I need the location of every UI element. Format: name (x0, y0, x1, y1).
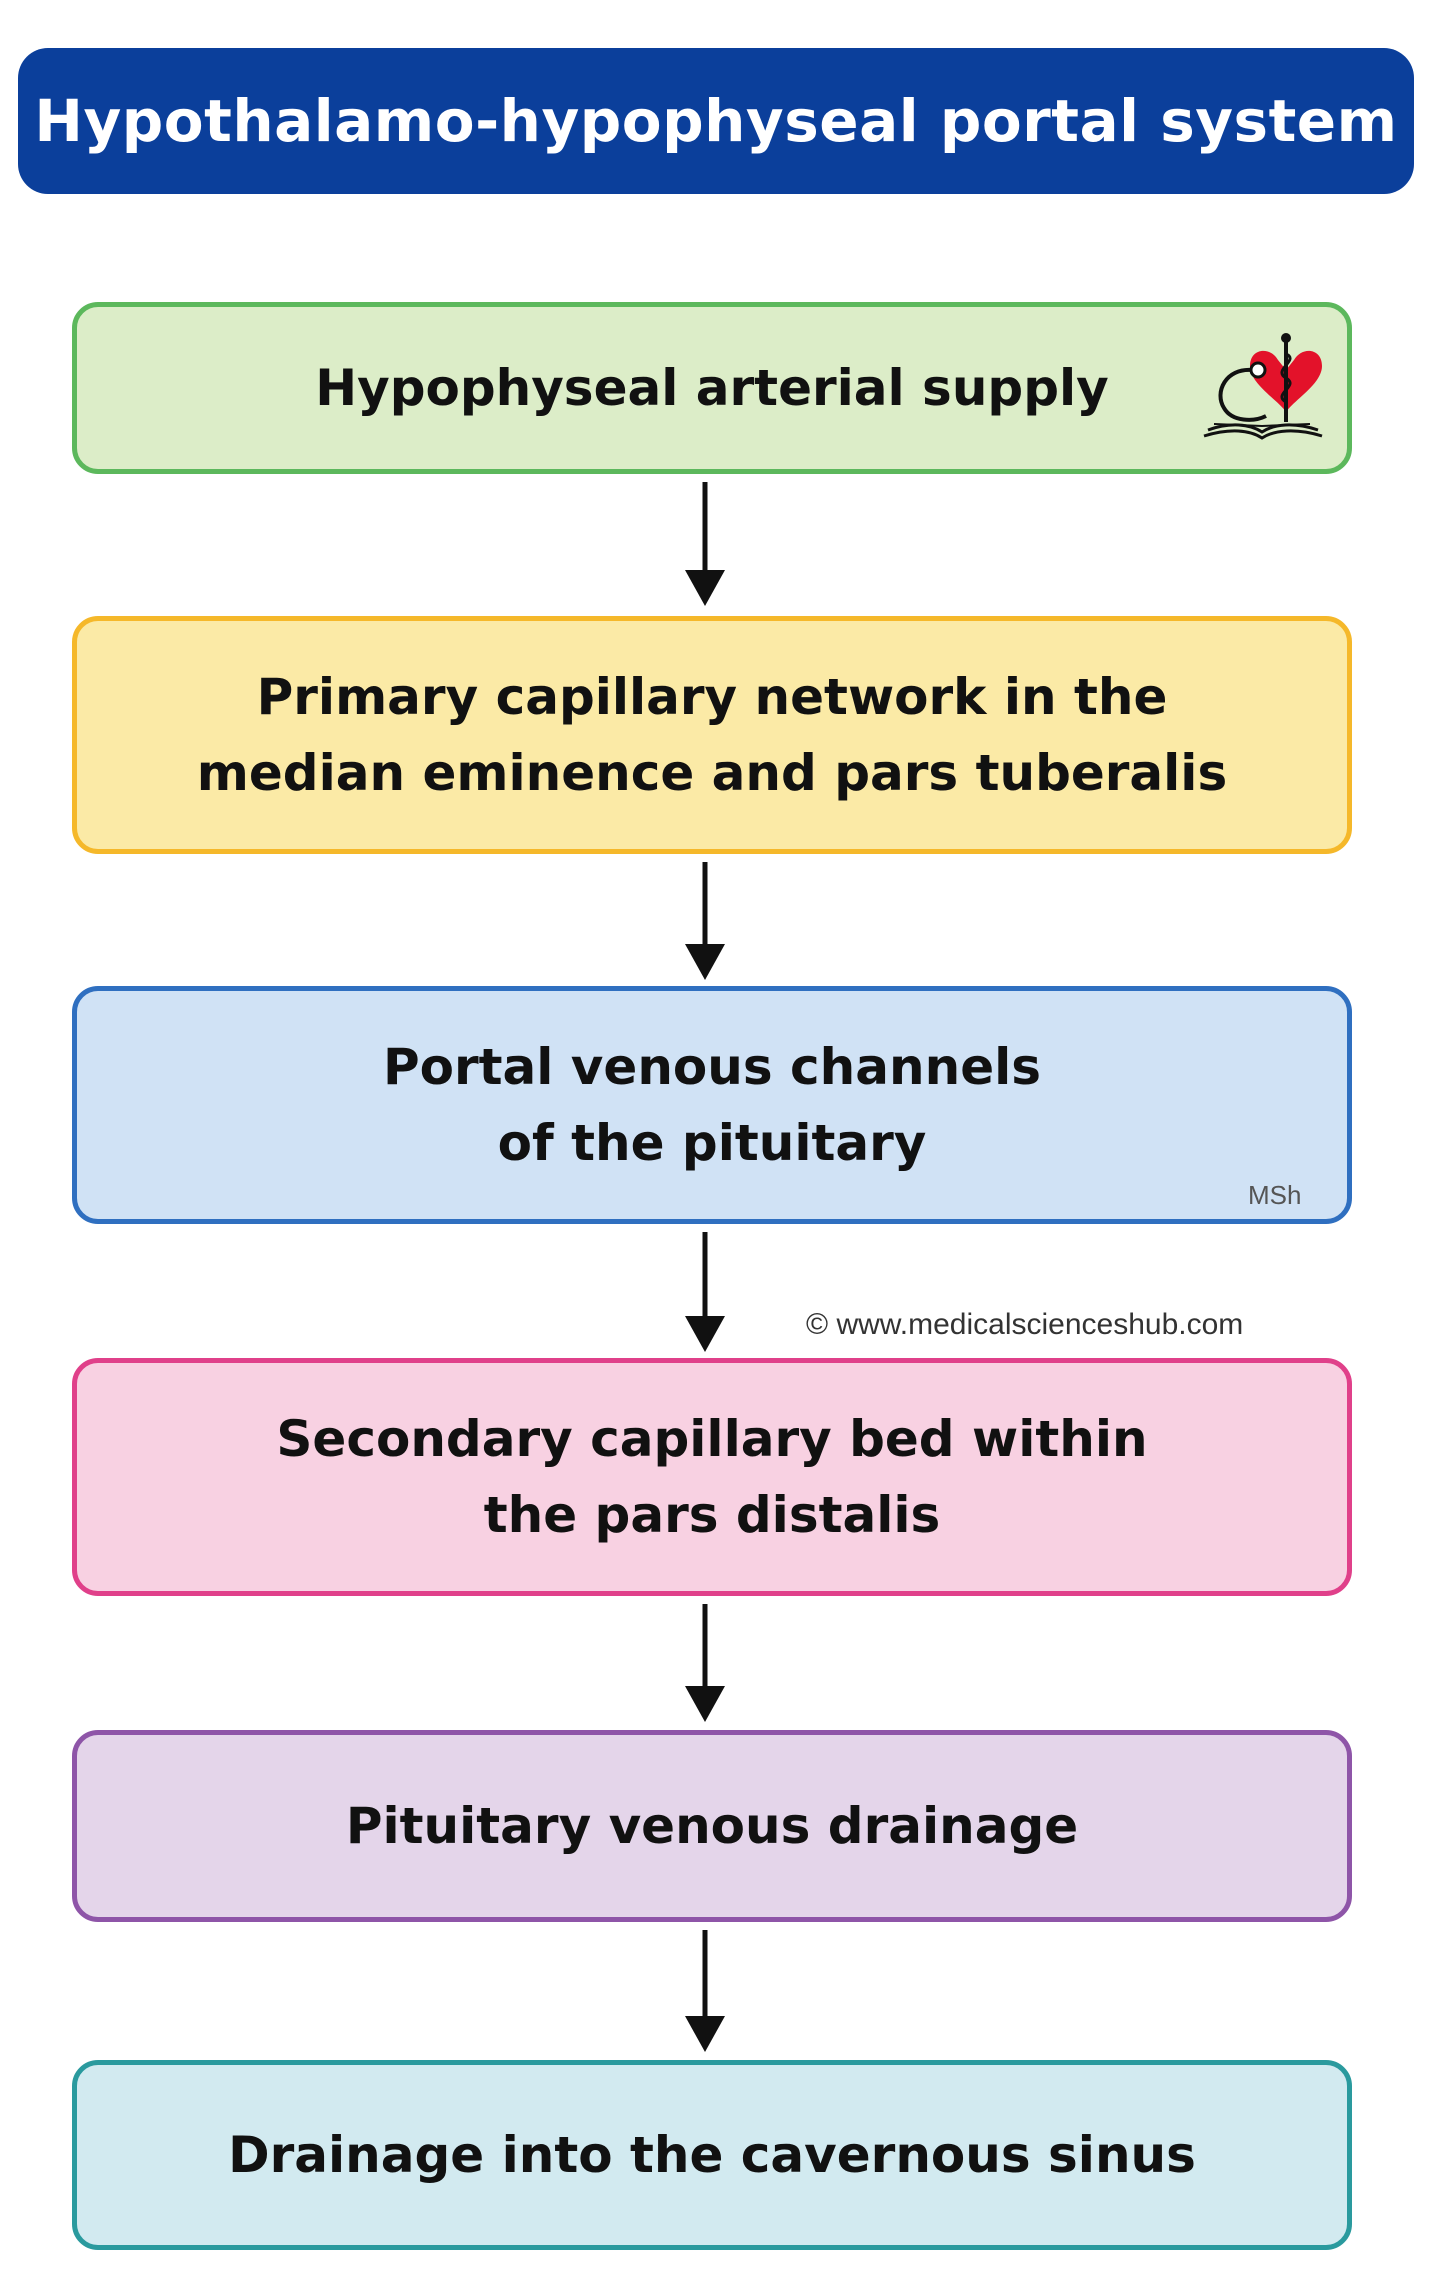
watermark-label: MSh (1248, 1180, 1302, 1210)
diagram-title: Hypothalamo-hypophyseal portal system (34, 87, 1398, 155)
step-text-line: Hypophyseal arterial supply (315, 359, 1109, 417)
stethoscope-heart-book-icon (1203, 333, 1323, 440)
flow-step-cavernous-sinus: Drainage into the cavernous sinus (72, 2060, 1352, 2250)
arrow-down-icon (685, 862, 725, 980)
title-banner: Hypothalamo-hypophyseal portal system (18, 48, 1414, 194)
step-text-line: median eminence and pars tuberalis (196, 744, 1228, 802)
flow-step-primary-capillary: Primary capillary network in the median … (72, 616, 1352, 854)
arrow-down-icon (685, 1232, 725, 1352)
step-text-line: Pituitary venous drainage (345, 1797, 1079, 1855)
flow-step-arterial-supply: Hypophyseal arterial supply (72, 302, 1352, 474)
arrow-down-icon (685, 1604, 725, 1722)
arrow-down-icon (685, 1930, 725, 2052)
step-text-line: of the pituitary (497, 1114, 927, 1172)
flow-step-venous-drainage: Pituitary venous drainage (72, 1730, 1352, 1922)
step-text-line: the pars distalis (483, 1486, 941, 1544)
copyright-notice: © www.medicalscienceshub.com (806, 1308, 1244, 1341)
step-text-line: Portal venous channels (382, 1038, 1042, 1096)
flow-step-secondary-capillary: Secondary capillary bed within the pars … (72, 1358, 1352, 1596)
step-text-line: Primary capillary network in the (256, 668, 1168, 726)
flow-step-portal-venous: Portal venous channels of the pituitary (72, 986, 1352, 1224)
arrow-down-icon (685, 482, 725, 606)
step-text-line: Drainage into the cavernous sinus (228, 2126, 1196, 2184)
step-text-line: Secondary capillary bed within (276, 1410, 1148, 1468)
